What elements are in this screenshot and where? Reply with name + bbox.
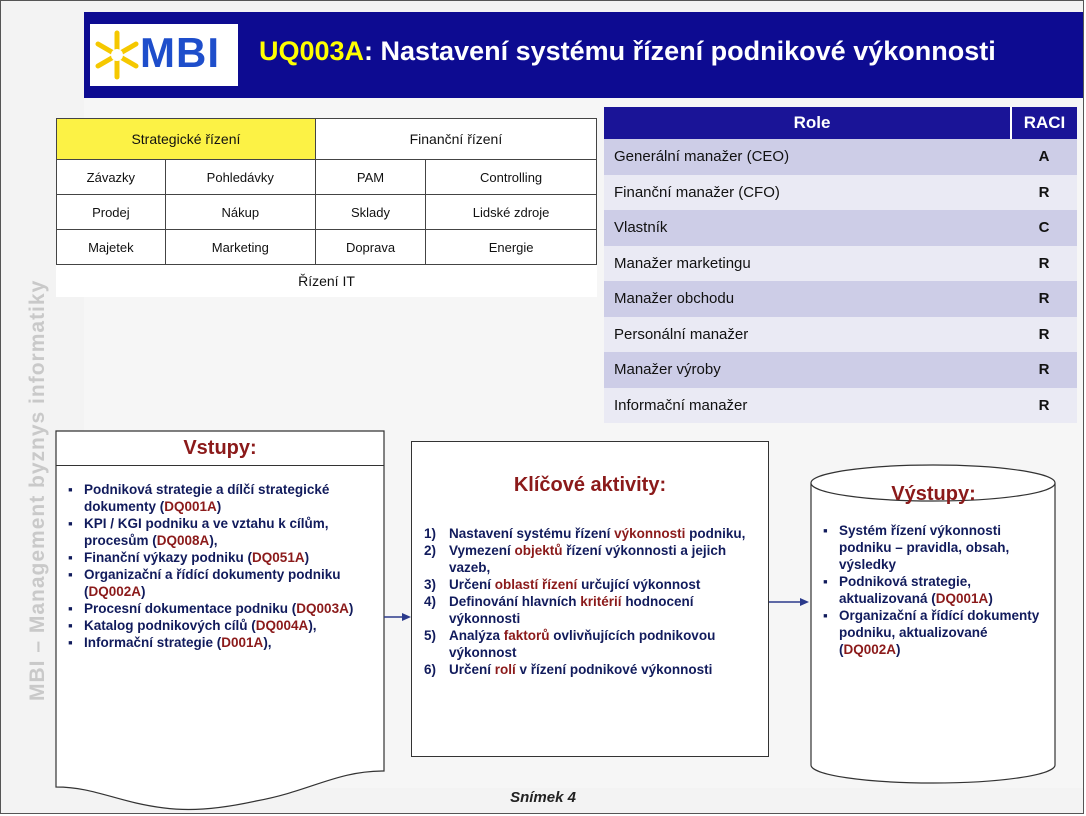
area-cell: Marketing	[164, 229, 316, 265]
list-item: 3)Určení oblastí řízení určující výkonno…	[424, 577, 701, 592]
slide-header: MBI UQ003A: Nastavení systému řízení pod…	[84, 12, 1083, 98]
list-item: Systém řízení výkonnosti podniku – pravi…	[819, 522, 1047, 573]
inputs-title: Vstupy:	[56, 431, 384, 466]
list-item: Podniková strategie, aktualizovaná (DQ00…	[819, 573, 1047, 607]
raci-header-raci: RACI	[1011, 107, 1077, 139]
area-cell: Energie	[425, 229, 597, 265]
management-areas-table: Strategické řízení Finanční řízení Závaz…	[56, 118, 598, 297]
list-item: Informační strategie (D001A),	[64, 634, 374, 651]
inputs-list: Podniková strategie a dílčí strategické …	[64, 481, 374, 651]
raci-value: R	[1011, 281, 1077, 317]
raci-role: Manažer obchodu	[604, 281, 1011, 317]
raci-header-role: Role	[604, 107, 1012, 139]
area-financial: Finanční řízení	[314, 118, 598, 160]
raci-role: Finanční manažer (CFO)	[604, 174, 1011, 210]
page-title: UQ003A: Nastavení systému řízení podniko…	[259, 36, 996, 66]
raci-role: Personální manažer	[604, 316, 1011, 352]
raci-role: Manažer marketingu	[604, 245, 1011, 281]
raci-role: Informační manažer	[604, 387, 1011, 423]
list-item: Finanční výkazy podniku (DQ051A)	[64, 549, 374, 566]
raci-role: Vlastník	[604, 210, 1011, 246]
area-cell: Sklady	[314, 194, 427, 230]
raci-row: Generální manažer (CEO)A	[604, 139, 1077, 175]
list-item: 2)Vymezení objektů řízení výkonnosti a j…	[424, 543, 727, 575]
list-item: 1)Nastavení systému řízení výkonnosti po…	[424, 526, 746, 541]
raci-role: Generální manažer (CEO)	[604, 139, 1011, 175]
area-strategic: Strategické řízení	[56, 118, 316, 160]
raci-header-row: Role RACI	[604, 107, 1077, 139]
arrow-head	[800, 598, 809, 606]
list-item: Organizační a řídící dokumenty podniku (…	[64, 566, 374, 600]
raci-value: R	[1011, 174, 1077, 210]
list-item: KPI / KGI podniku a ve vztahu k cílům, p…	[64, 515, 374, 549]
raci-value: R	[1011, 245, 1077, 281]
area-it: Řízení IT	[56, 264, 597, 297]
activities-title: Klíčové aktivity:	[513, 474, 667, 496]
list-item: 4)Definování hlavních kritérií hodnocení…	[424, 594, 694, 626]
outputs-list: Systém řízení výkonnosti podniku – pravi…	[819, 522, 1047, 658]
list-item: 6)Určení rolí v řízení podnikové výkonno…	[424, 662, 713, 677]
raci-role: Manažer výroby	[604, 352, 1011, 388]
mbi-logo: MBI	[90, 24, 238, 86]
list-item: Procesní dokumentace podniku (DQ003A)	[64, 600, 374, 617]
list-item: Katalog podnikových cílů (DQ004A),	[64, 617, 374, 634]
arrow-head	[402, 613, 411, 621]
raci-value: C	[1011, 210, 1077, 246]
raci-value: R	[1011, 387, 1077, 423]
list-item: 5)Analýza faktorů ovlivňujících podnikov…	[424, 628, 716, 660]
star-burst-icon	[95, 30, 139, 80]
raci-table: Role RACI Generální manažer (CEO)A Finan…	[604, 107, 1077, 423]
inputs-box: Vstupy: Podniková strategie a dílčí stra…	[56, 431, 384, 813]
area-cell: Závazky	[56, 159, 166, 195]
list-item: Organizační a řídící dokumenty podniku, …	[819, 607, 1047, 658]
activities-list: 1)Nastavení systému řízení výkonnosti po…	[424, 525, 764, 678]
slide-number: Snímek 4	[510, 789, 576, 806]
raci-value: R	[1011, 316, 1077, 352]
raci-row: Finanční manažer (CFO)R	[604, 174, 1077, 210]
raci-value: R	[1011, 352, 1077, 388]
area-cell: Majetek	[56, 229, 166, 265]
list-item: Podniková strategie a dílčí strategické …	[64, 481, 374, 515]
area-cell: Nákup	[164, 194, 316, 230]
raci-value: A	[1011, 139, 1077, 175]
outputs-title: Výstupy:	[891, 483, 976, 505]
outputs-cylinder-top	[810, 464, 1056, 502]
activities-box: Klíčové aktivity: 1)Nastavení systému ří…	[411, 441, 769, 757]
area-cell: Doprava	[314, 229, 427, 265]
